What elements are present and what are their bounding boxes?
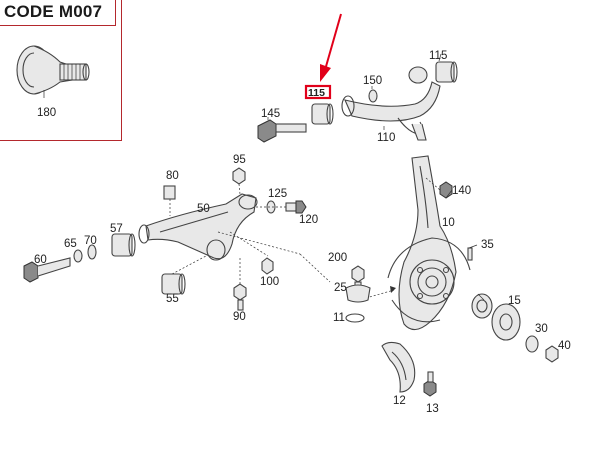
label-35: 35	[481, 239, 494, 251]
label-145: 145	[261, 108, 280, 120]
label-140: 140	[452, 185, 471, 197]
bolt-120	[285, 200, 307, 214]
label-120: 120	[299, 214, 318, 226]
ball-joint-25	[345, 265, 371, 303]
washer-125	[266, 200, 276, 214]
splash-shield-12	[381, 341, 416, 393]
bushing-55	[161, 273, 186, 295]
bushing-115-upper	[435, 61, 458, 83]
nut-40	[545, 345, 559, 363]
bolt-145	[257, 119, 307, 143]
washer-70	[87, 244, 97, 260]
label-115-highlighted: 115	[308, 87, 325, 99]
bolt-60	[23, 257, 71, 283]
bushing-57	[111, 233, 136, 257]
label-115: 115	[429, 50, 447, 62]
bearing-15	[471, 293, 493, 319]
washer-65	[73, 249, 83, 263]
bolt-13	[423, 371, 437, 397]
label-50: 50	[197, 203, 210, 215]
label-10: 10	[442, 217, 455, 229]
label-110: 110	[377, 132, 395, 144]
circlip-11	[345, 313, 365, 323]
lower-control-arm-50	[138, 193, 258, 261]
label-11: 11	[333, 312, 345, 324]
label-12: 12	[393, 395, 406, 407]
label-200: 200	[328, 252, 347, 264]
label-40: 40	[558, 340, 571, 352]
label-80: 80	[166, 170, 179, 182]
highlight-box-115	[304, 84, 332, 100]
label-125: 125	[268, 188, 287, 200]
bolt-90	[233, 283, 247, 311]
hub-flange	[491, 303, 521, 341]
upper-control-arm-110	[341, 66, 441, 141]
label-90: 90	[233, 311, 246, 323]
label-60: 60	[34, 254, 47, 266]
label-55: 55	[166, 293, 179, 305]
label-150: 150	[363, 75, 382, 87]
label-25: 25	[334, 282, 347, 294]
arrow-to-knuckle	[365, 286, 396, 299]
steering-knuckle-10	[387, 155, 471, 331]
label-180: 180	[37, 107, 56, 119]
nut-100	[261, 257, 274, 275]
label-95: 95	[233, 154, 246, 166]
part-180-drawing	[16, 45, 90, 98]
label-15: 15	[508, 295, 521, 307]
label-70: 70	[84, 235, 97, 247]
bushing-115-lower	[311, 103, 334, 125]
highlight-arrow	[320, 13, 342, 82]
washer-150	[368, 89, 378, 103]
nut-80	[163, 185, 176, 200]
code-label: CODE M007	[0, 0, 116, 26]
bolt-140	[439, 181, 453, 199]
washer-30	[525, 335, 539, 353]
label-57: 57	[110, 223, 123, 235]
label-100: 100	[260, 276, 279, 288]
label-65: 65	[64, 238, 77, 250]
inset-frame	[0, 0, 122, 141]
nut-95	[232, 167, 246, 185]
pin-35	[467, 247, 473, 261]
label-30: 30	[535, 323, 548, 335]
label-13: 13	[426, 403, 439, 415]
